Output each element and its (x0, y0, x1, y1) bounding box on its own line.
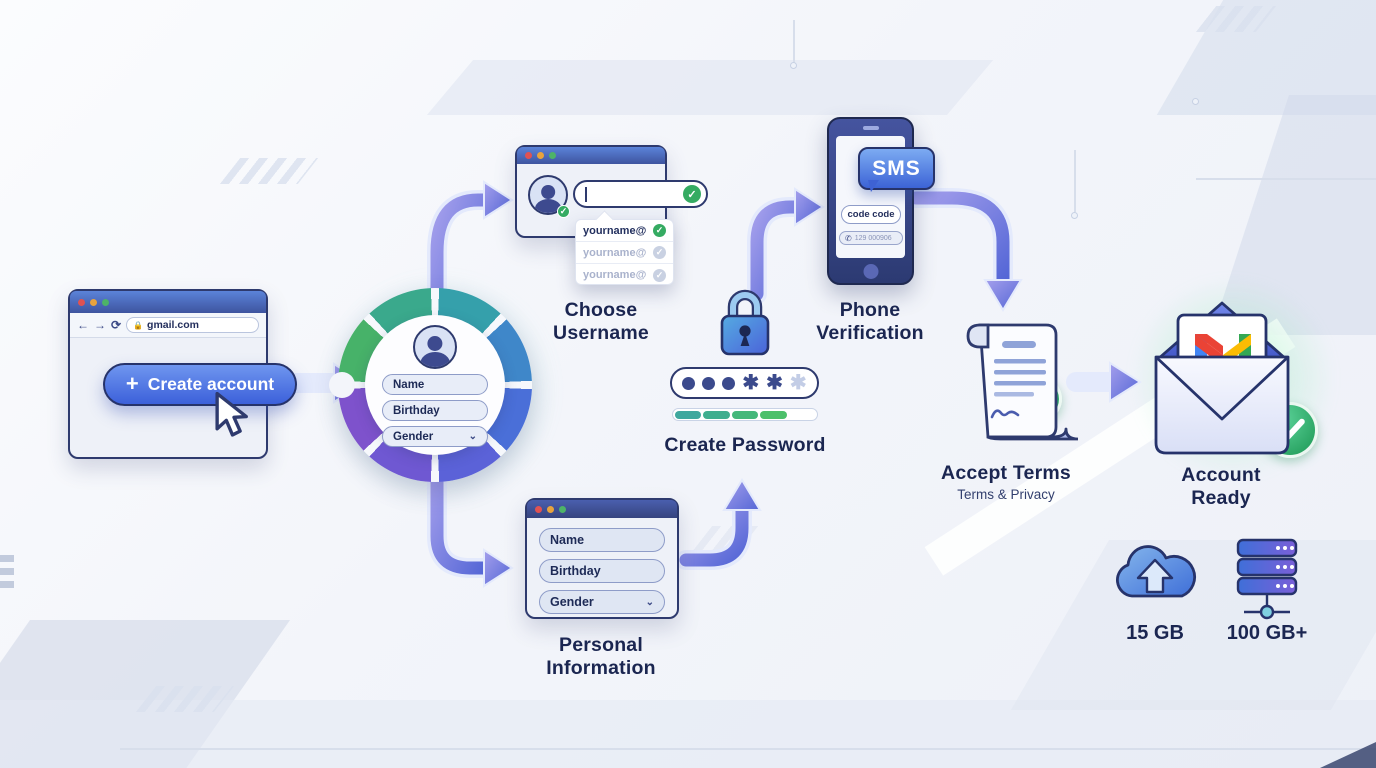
gender-select[interactable]: Gender ⌄ (539, 590, 665, 614)
traffic-light-close[interactable] (78, 298, 85, 306)
back-icon[interactable]: ← (77, 318, 89, 332)
strength-segment (731, 410, 759, 419)
forward-icon[interactable]: → (94, 318, 106, 332)
birthday-field[interactable]: Birthday (382, 400, 488, 421)
create-account-button[interactable]: + Create account (103, 363, 297, 406)
step-label-password: Create Password (664, 434, 826, 456)
traffic-light-zoom[interactable] (559, 505, 566, 513)
lock-icon: 🔒 (133, 320, 144, 330)
terms-document (966, 323, 1078, 441)
personal-titlebar (527, 500, 677, 518)
phone-device (827, 117, 914, 285)
plus-icon: + (125, 370, 139, 396)
input-check-icon: ✓ (683, 185, 701, 203)
arrow-username-to-phone (747, 187, 825, 304)
sms-bubble: SMS (858, 147, 935, 192)
check-icon: ✓ (653, 268, 666, 282)
strength-segment (674, 410, 702, 419)
phone-number-field[interactable]: ✆ 129 000906 (839, 231, 903, 245)
check-icon: ✓ (653, 246, 666, 259)
traffic-light-minimize[interactable] (547, 505, 554, 513)
server-storage-icon (1236, 538, 1298, 620)
step-label-terms: Accept Terms (941, 462, 1071, 484)
arrow-terms-to-ready (1066, 361, 1142, 403)
avatar (413, 325, 457, 369)
traffic-light-zoom[interactable] (102, 298, 109, 306)
arrow-wheel-to-username (427, 180, 514, 348)
phone-speaker (862, 126, 879, 130)
refresh-icon[interactable]: ⟳ (111, 318, 122, 332)
phone-icon: ✆ (845, 233, 852, 243)
username-suggestions: yourname@ ✓ yourname@ ✓ yourname@ ✓ (575, 219, 674, 285)
wheel-notch (329, 372, 355, 398)
sms-code-field[interactable]: code code (841, 205, 901, 224)
lock-icon (720, 289, 770, 356)
password-field[interactable]: ✱ ✱ ✱ (670, 367, 819, 399)
username-titlebar (517, 147, 665, 164)
strength-segment (789, 411, 816, 419)
arrow-wheel-to-personal (427, 456, 514, 588)
suggestion-row[interactable]: yourname@ ✓ (576, 242, 673, 264)
gender-select[interactable]: Gender ⌄ (382, 426, 488, 447)
step-sublabel-terms: Terms & Privacy (957, 487, 1055, 502)
check-icon: ✓ (653, 224, 666, 237)
avatar-check-icon: ✓ (557, 205, 570, 218)
create-account-label: Create account (147, 374, 275, 394)
storage-paid-label: 100 GB+ (1226, 622, 1308, 644)
gmail-envelope (1154, 301, 1290, 455)
cursor-icon (215, 392, 248, 437)
chevron-down-icon: ⌄ (645, 596, 654, 608)
url-bar[interactable]: 🔒 gmail.com (126, 317, 259, 333)
suggestion-row[interactable]: yourname@ ✓ (576, 264, 673, 286)
password-dot (702, 376, 716, 390)
browser-toolbar: ← → ⟳ 🔒 gmail.com (70, 313, 266, 338)
password-dot (682, 376, 696, 390)
chevron-down-icon: ⌄ (468, 431, 477, 442)
strength-segment (703, 410, 730, 419)
strength-segment (760, 410, 787, 419)
signup-wheel: Name Birthday Gender ⌄ (329, 288, 532, 482)
arrow-phone-to-terms (906, 188, 1023, 312)
traffic-light-minimize[interactable] (537, 152, 544, 159)
password-asterisk: ✱ (766, 371, 783, 394)
arrow-personal-to-password (676, 478, 762, 570)
traffic-light-minimize[interactable] (90, 298, 97, 306)
password-asterisk: ✱ (742, 371, 760, 394)
name-field[interactable]: Name (382, 374, 488, 395)
storage-free-label: 15 GB (1126, 622, 1184, 644)
password-dot (722, 376, 736, 390)
wheel-form: Name Birthday Gender ⌄ (365, 315, 505, 455)
personal-info-window: Name Birthday Gender ⌄ (525, 498, 679, 619)
traffic-light-close[interactable] (535, 505, 542, 513)
avatar (528, 175, 568, 215)
text-caret (585, 186, 587, 202)
url-text: gmail.com (147, 319, 199, 331)
cloud-storage-icon (1116, 545, 1196, 598)
name-field[interactable]: Name (539, 528, 665, 552)
phone-home-button[interactable] (863, 264, 878, 279)
traffic-light-zoom[interactable] (549, 152, 556, 159)
username-input[interactable]: ✓ (573, 180, 708, 208)
password-strength-meter (672, 408, 818, 421)
traffic-light-close[interactable] (525, 152, 532, 159)
browser-titlebar (70, 291, 266, 313)
birthday-field[interactable]: Birthday (539, 559, 665, 583)
password-asterisk: ✱ (789, 371, 807, 394)
suggestion-row[interactable]: yourname@ ✓ (576, 220, 673, 242)
